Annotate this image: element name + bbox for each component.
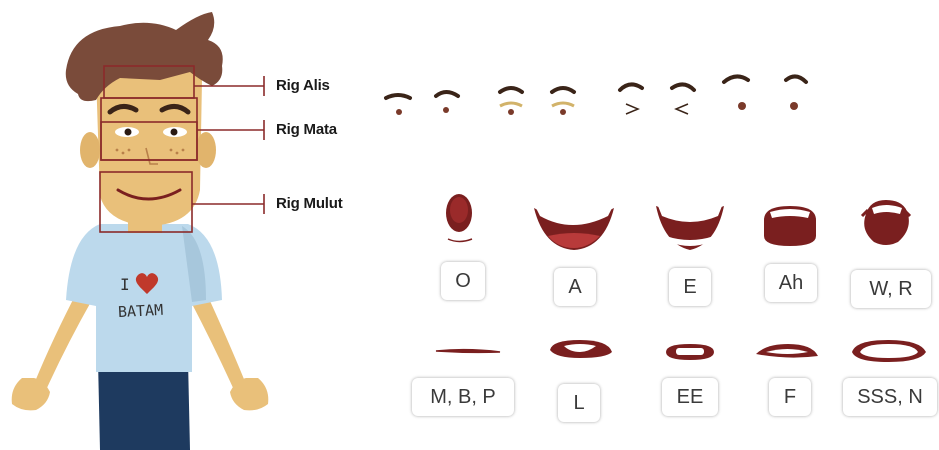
mouth-sssn-shape [852, 340, 926, 362]
left-pupil [125, 129, 132, 136]
left-arm [34, 290, 92, 390]
face [96, 58, 202, 226]
mouth-shapes-row1 [446, 194, 910, 250]
shirt-text-i: I [120, 275, 130, 294]
right-pupil [171, 129, 178, 136]
left-ear [80, 132, 100, 168]
mouth-wr-shape [862, 200, 910, 245]
right-ear [196, 132, 216, 168]
mouth-o-shape [446, 194, 472, 242]
mouth-f-shape [756, 344, 818, 358]
phoneme-label-sssn: SSS, N [843, 378, 937, 416]
phoneme-label-f: F [769, 378, 811, 416]
phoneme-label-l: L [558, 384, 600, 422]
rig-label-mouth: Rig Mulut [276, 195, 343, 212]
mouth-mbp-shape [436, 350, 500, 353]
mouth-e-shape [656, 206, 724, 250]
character: I BATAM [12, 12, 269, 450]
rig-label-eye: Rig Mata [276, 121, 337, 138]
phoneme-label-ah: Ah [765, 264, 817, 302]
phoneme-label-wr: W, R [851, 270, 931, 308]
shirt-text-batam: BATAM [118, 301, 164, 321]
phoneme-label-a: A [554, 268, 596, 306]
mouth-l-shape [550, 340, 612, 358]
mouth-a-shape [534, 208, 614, 250]
mouth-shapes-row2 [436, 340, 926, 362]
phoneme-label-ee: EE [662, 378, 718, 416]
eye-brow-set [386, 76, 806, 115]
right-arm [190, 290, 246, 390]
phoneme-label-o: O [441, 262, 485, 300]
mouth-ah-shape [764, 206, 816, 246]
pants [98, 360, 190, 450]
mouth-ee-shape [666, 344, 714, 360]
rig-label-brow: Rig Alis [276, 77, 330, 94]
phoneme-label-mbp: M, B, P [412, 378, 514, 416]
phoneme-label-e: E [669, 268, 711, 306]
